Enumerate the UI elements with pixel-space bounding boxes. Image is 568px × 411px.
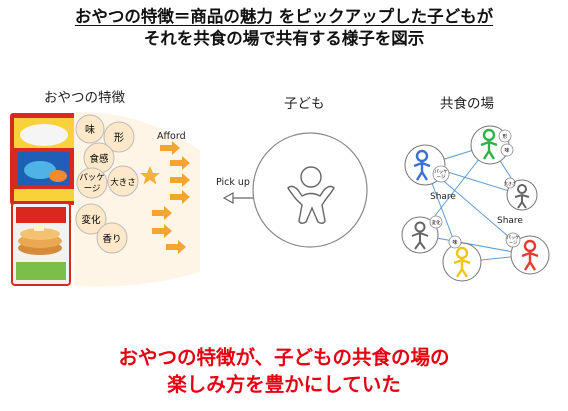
afford-arrows [152, 141, 190, 254]
tag-taste: 味 [504, 147, 509, 154]
peer-yellow: 味 [442, 235, 482, 282]
feature-taste-bubble: 味 [75, 114, 105, 144]
child-figure-gray-icon [411, 221, 429, 250]
afford-arrow-icon [166, 240, 186, 254]
feature-aroma-bubble: 香り [96, 222, 128, 254]
share-label-top: Share [430, 192, 456, 202]
slide-title: おやつの特徴＝商品の魅力 をピックアップした子どもが それを共食の場で共有する様… [0, 6, 568, 49]
child-figure-green-icon [480, 128, 498, 160]
snack-features-heading: おやつの特徴 [44, 90, 125, 106]
title-line-2: それを共食の場で共有する様子を図示 [143, 29, 425, 48]
feature-taste-label: 味 [85, 124, 95, 136]
peer-gray-right: 大きさ [504, 177, 538, 211]
feature-aroma-label: 香り [102, 234, 121, 245]
pickup-label: Pick up [216, 177, 250, 188]
snack-package-image-top [10, 113, 78, 205]
tag-shape: 形 [502, 133, 507, 140]
tag-package-red-1: パッケ [507, 234, 520, 241]
afford-arrow-icon [152, 224, 172, 238]
peer-green: 形 味 [470, 125, 514, 165]
child-circle [252, 132, 368, 248]
title-line-1: おやつの特徴＝商品の魅力 をピックアップした子どもが [74, 7, 494, 26]
afford-arrow-icon [170, 190, 190, 204]
share-label-right: Share [497, 216, 523, 226]
child-figure-yellow-icon [453, 246, 471, 278]
tag-package-1: パッケ [434, 168, 448, 175]
feature-size-label: 大きさ [110, 177, 136, 188]
feature-texture-label: 食感 [89, 153, 109, 165]
shared-eating-heading: 共食の場 [440, 96, 494, 112]
peer-red: パッケ ージ [505, 232, 550, 275]
afford-arrow-icon [160, 141, 180, 155]
peer-blue: パッケ ージ [404, 144, 450, 186]
feature-package-bubble: パッケ ージ [76, 167, 108, 199]
conclusion-line-1: おやつの特徴が、子どもの共食の場の [118, 346, 450, 369]
snack-package-image-bottom [11, 202, 71, 286]
feature-package-label-1: パッケ [79, 173, 105, 183]
child-icon [287, 166, 335, 224]
feature-shape-label: 形 [114, 132, 124, 144]
pickup-arrow [222, 191, 257, 205]
child-figure-gray-icon [514, 184, 530, 209]
share-network: 形 味 パッケ ージ [401, 125, 550, 282]
star-icon [140, 166, 160, 185]
peer-gray-left: 変化 [401, 215, 443, 254]
afford-arrow-icon [152, 206, 172, 220]
feature-shape-bubble: 形 [103, 121, 135, 153]
feature-change-bubble: 変化 [75, 203, 107, 235]
feature-size-bubble: 大きさ [107, 165, 139, 197]
feature-package-label-2: ージ [84, 184, 101, 194]
child-figure-red-icon [521, 239, 539, 271]
snack-product-images [10, 113, 78, 286]
feature-bubbles: 味 形 食感 パッケ ージ 大きさ 変化 [75, 114, 160, 254]
child-figure [252, 132, 368, 248]
afford-arrow-icon [170, 173, 190, 187]
child-figure-blue-icon [413, 149, 431, 181]
tag-taste-yellow: 味 [452, 239, 457, 246]
afford-arrow-icon [170, 156, 190, 170]
feature-texture-bubble: 食感 [83, 142, 115, 174]
conclusion-text: おやつの特徴が、子どもの共食の場の 楽しみ方を豊かにしていた [0, 344, 568, 398]
left-arrow-icon [222, 191, 234, 205]
tag-package-2: ージ [437, 175, 446, 180]
conclusion-line-2: 楽しみ方を豊かにしていた [167, 373, 401, 396]
afford-label: Afford [157, 131, 186, 142]
tag-change: 変化 [432, 219, 441, 226]
tag-package-red-2: ージ [509, 241, 518, 246]
child-heading: 子ども [284, 96, 325, 112]
feature-change-label: 変化 [81, 214, 101, 226]
tag-size: 大きさ [504, 180, 516, 186]
